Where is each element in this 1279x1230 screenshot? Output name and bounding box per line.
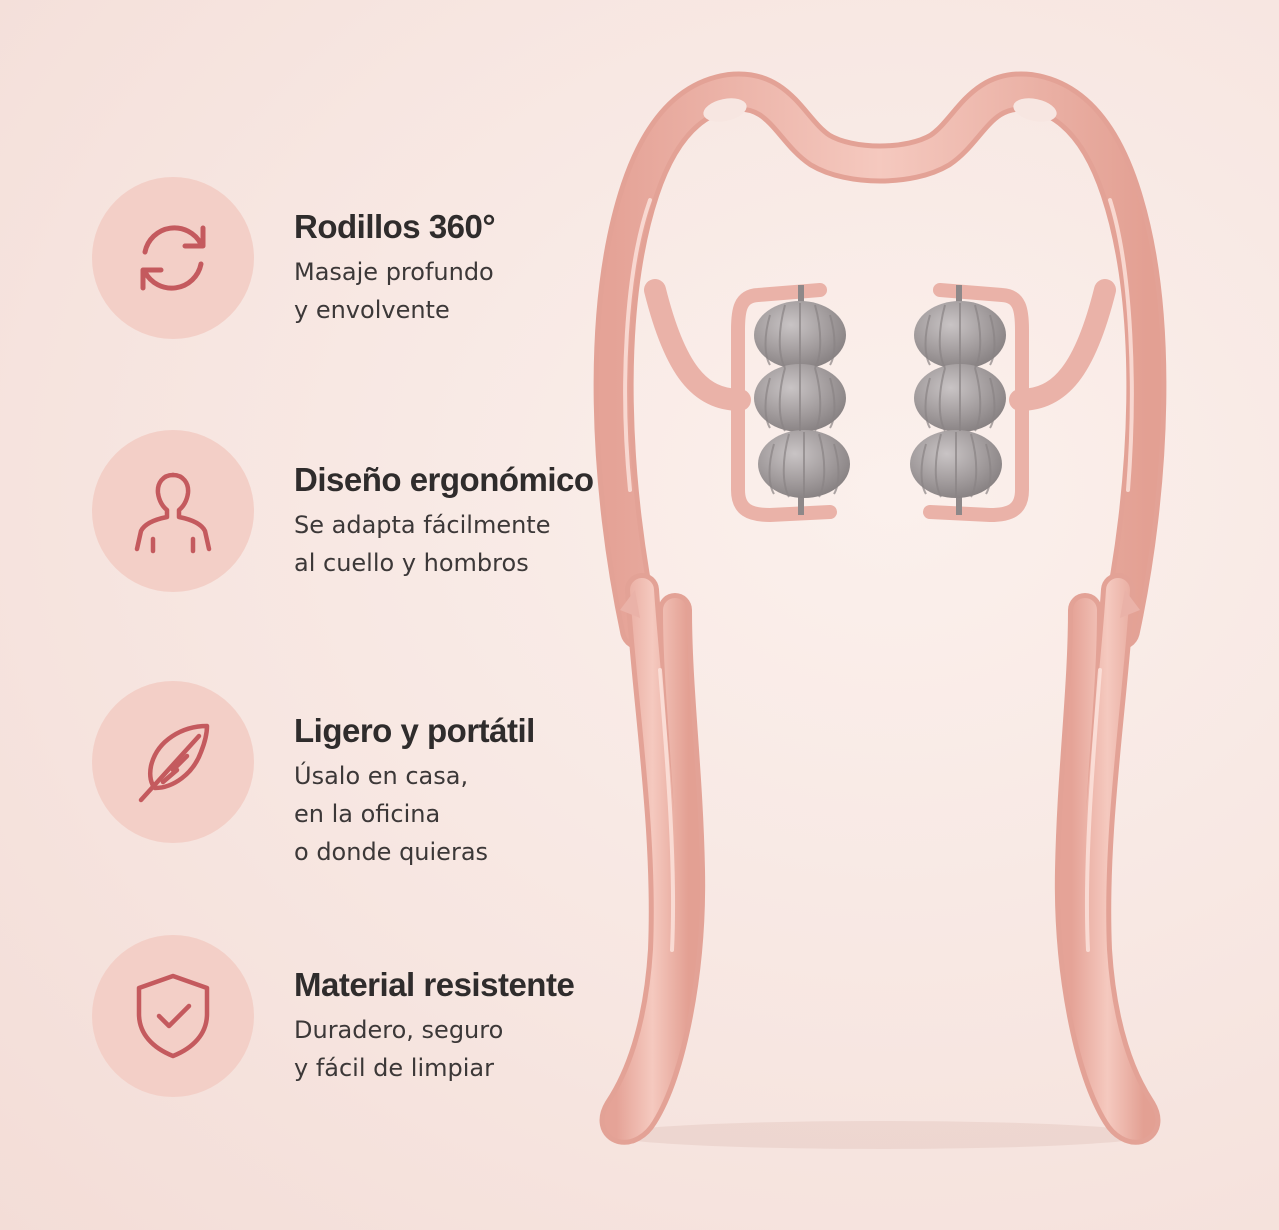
feature-description-line: Se adapta fácilmente [294, 511, 551, 539]
shield-check-icon [136, 973, 210, 1059]
feature-title: Diseño ergonómico [294, 461, 594, 498]
feature-description-line: y envolvente [294, 296, 450, 324]
feature-description-line: y fácil de limpiar [294, 1054, 494, 1082]
feature-material: Material resistente Duradero, seguro y f… [92, 935, 612, 1100]
feather-icon [138, 723, 210, 803]
feature-icon-circle [92, 430, 254, 592]
feature-title: Rodillos 360° [294, 208, 496, 245]
feature-title: Material resistente [294, 966, 575, 1003]
neck-massager-product-image [593, 71, 1167, 1149]
feature-icon-circle [92, 681, 254, 843]
feature-description-line: al cuello y hombros [294, 549, 529, 577]
feature-rodillos: Rodillos 360° Masaje profundo y envolven… [92, 177, 612, 342]
feature-description-line: o donde quieras [294, 838, 489, 866]
feature-description-line: Úsalo en casa, [294, 762, 469, 790]
feature-icon-circle [92, 177, 254, 339]
person-shoulders-icon [134, 472, 212, 554]
feature-description-line: en la oficina [294, 800, 441, 828]
feature-title: Ligero y portátil [294, 712, 535, 749]
feature-diseno: Diseño ergonómico Se adapta fácilmente a… [92, 430, 612, 595]
rotate-arrows-icon [140, 225, 206, 291]
feature-description-line: Duradero, seguro [294, 1016, 504, 1044]
feature-description-line: Masaje profundo [294, 258, 494, 286]
feature-icon-circle [92, 935, 254, 1097]
feature-ligero: Ligero y portátil Úsalo en casa, en la o… [92, 681, 612, 866]
